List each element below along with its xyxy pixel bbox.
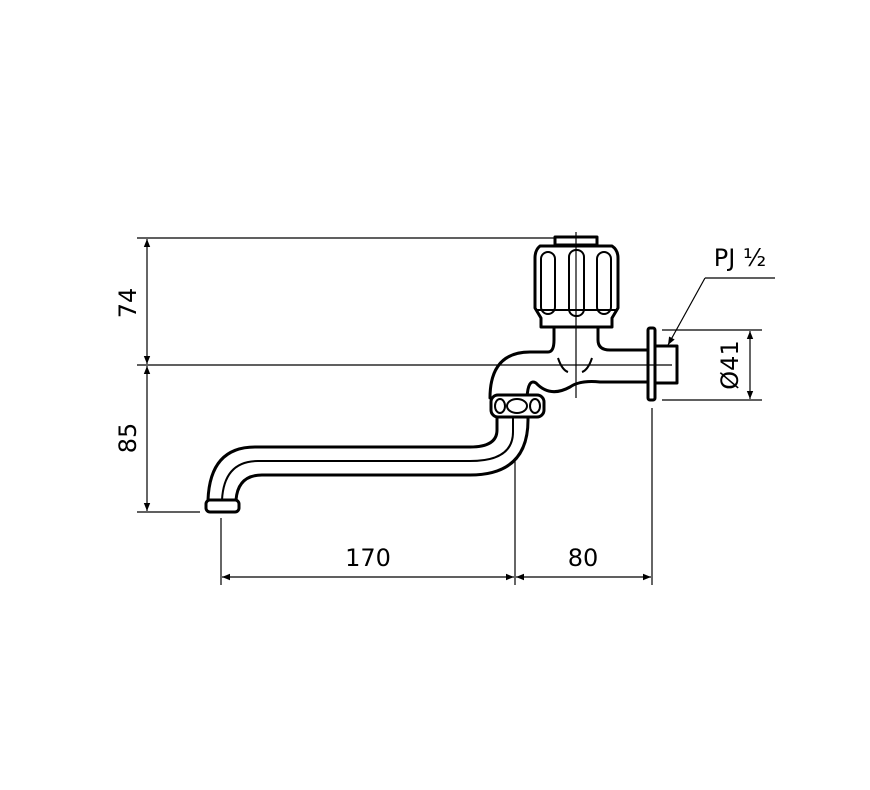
- extension-lines: [137, 237, 762, 585]
- faucet: [204, 232, 679, 514]
- spout-tip: [204, 498, 241, 514]
- dim-label-74: 74: [114, 288, 142, 319]
- dimension-170: 170: [222, 544, 514, 581]
- valve-body: [488, 324, 650, 400]
- dimension-85: 85: [114, 366, 151, 511]
- spout-pipe: [206, 411, 530, 502]
- dimension-74: 74: [114, 239, 151, 364]
- dimension-diameter-41: Ø41: [716, 331, 754, 399]
- dimension-80: 80: [516, 544, 651, 581]
- dim-label-80: 80: [568, 544, 599, 572]
- thread-callout: PJ ½: [667, 244, 775, 346]
- thread-label: PJ ½: [714, 244, 766, 272]
- dim-label-170: 170: [345, 544, 391, 572]
- dim-label-85: 85: [114, 423, 142, 454]
- dim-label-diameter: Ø41: [716, 340, 744, 389]
